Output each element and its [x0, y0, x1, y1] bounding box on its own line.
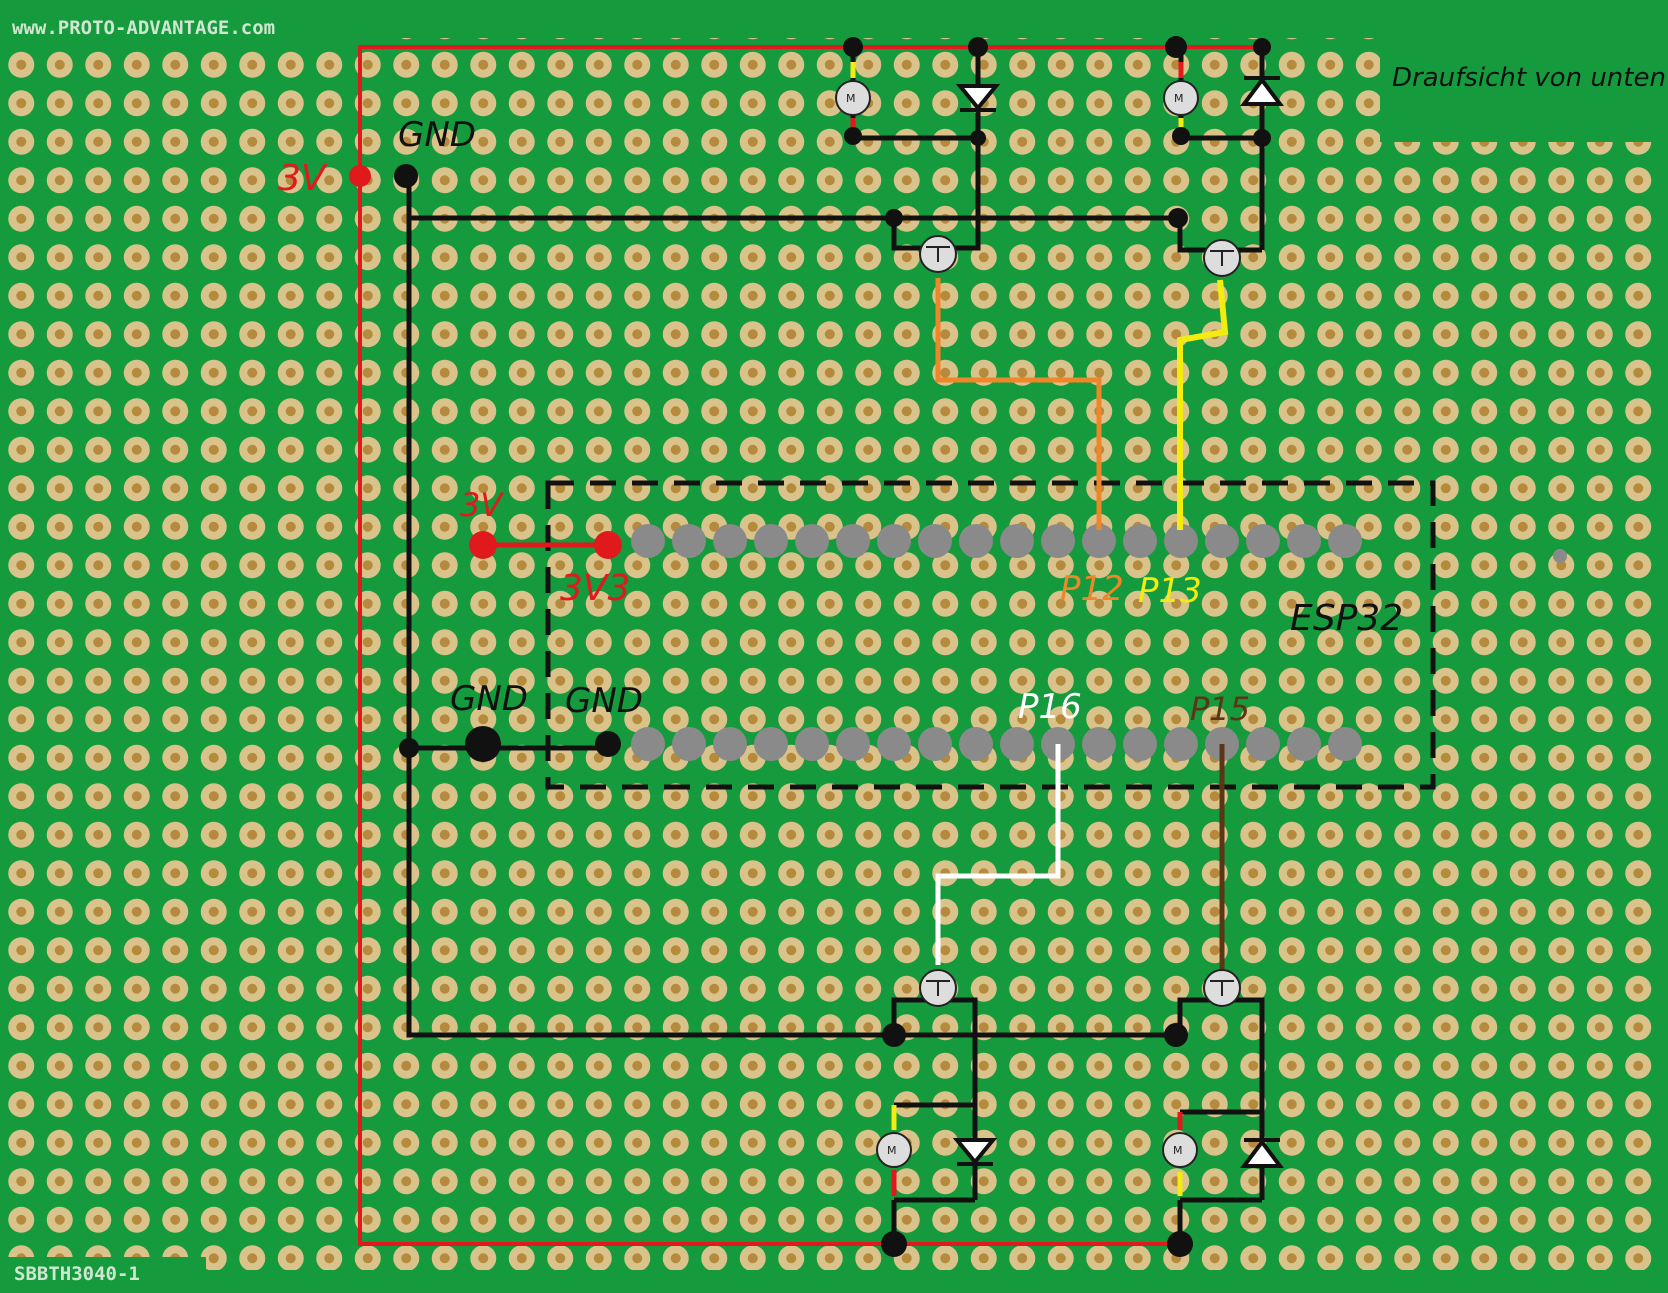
motor-icon: M — [835, 80, 871, 116]
stray-pin-marker — [1553, 549, 1567, 563]
pad-grid — [8, 38, 1658, 1270]
note-backing — [1380, 32, 1658, 142]
gnd-junction — [399, 738, 419, 758]
motor-icon: M — [876, 1132, 912, 1168]
3v-pad — [469, 531, 497, 559]
esp-3v-label: 3V — [460, 486, 504, 524]
top-print-backing — [6, 10, 381, 44]
3v3-pin — [594, 531, 622, 559]
pin-p13-label: P13 — [1138, 571, 1202, 611]
gnd-pad-label: GND — [450, 679, 528, 719]
diode-icon — [955, 84, 1001, 112]
esp32-gnd-pin — [595, 731, 621, 757]
svg-text:M: M — [1174, 92, 1184, 105]
ground-rail — [406, 176, 1180, 1038]
3v-supply-point — [349, 165, 371, 187]
driver-circuit-top-left — [843, 37, 988, 251]
motor-icon: M — [1162, 1132, 1198, 1168]
esp-gnd-label: GND — [565, 681, 643, 721]
esp-3v3-label: 3V3 — [560, 568, 630, 609]
supply-gnd-label: GND — [398, 115, 476, 155]
svg-text:M: M — [846, 92, 856, 105]
signal-wire-p12 — [935, 278, 1102, 530]
view-note: Draufsicht von unten — [1392, 63, 1666, 93]
esp32-outline — [545, 480, 1436, 790]
signal-wire-p13 — [1177, 279, 1229, 530]
bottom-print-backing — [6, 1257, 206, 1287]
power-rail-3v — [358, 45, 1262, 183]
esp32-top-pin-row — [631, 524, 1362, 558]
diode-icon — [952, 1138, 998, 1166]
pin-p12-label: P12 — [1060, 569, 1124, 609]
pin-p15-label: P15 — [1190, 690, 1250, 728]
transistor-icon — [919, 969, 957, 1007]
motor-icon: M — [1163, 80, 1199, 116]
board-part-number: SBBTH3040-1 — [14, 1263, 140, 1285]
svg-text:M: M — [1173, 1144, 1183, 1157]
diode-icon — [1240, 76, 1284, 106]
transistor-icon — [1203, 969, 1241, 1007]
esp32-bottom-pin-row — [631, 727, 1362, 761]
signal-wire-p16 — [935, 744, 1061, 965]
diode-icon — [1240, 1138, 1284, 1168]
esp32-label: ESP32 — [1290, 598, 1403, 639]
gnd-pad — [465, 726, 501, 762]
svg-text:M: M — [887, 1144, 897, 1157]
board-url-print: www.PROTO-ADVANTAGE.com — [12, 17, 275, 39]
transistor-icon — [1203, 239, 1241, 277]
supply-3v-label: 3V — [278, 158, 328, 199]
pin-p16-label: P16 — [1018, 687, 1082, 727]
transistor-icon — [919, 235, 957, 273]
gnd-supply-point — [394, 164, 418, 188]
